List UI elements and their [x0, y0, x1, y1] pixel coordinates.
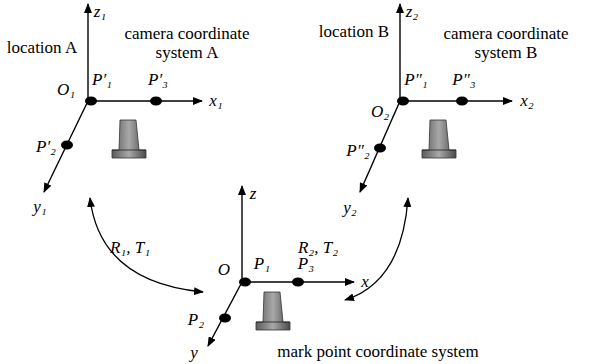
axis-label: x₁ [209, 92, 222, 111]
camera-part-b [422, 120, 456, 158]
point-label: P′₂ [36, 138, 56, 157]
point-label: P₂ [188, 311, 204, 330]
origin-label: O₂ [371, 103, 389, 122]
mark-points [219, 278, 304, 323]
mark-part [256, 292, 290, 330]
transform-arrow-1 [90, 198, 203, 292]
location-label: location B [319, 23, 389, 42]
point-label: P″₂ [346, 142, 369, 161]
system-label: mark point coordinate system [277, 343, 479, 362]
mark-points-a [61, 97, 162, 150]
axis-label: z [250, 185, 257, 204]
point-label: P₃ [298, 255, 314, 274]
point-label: P′₃ [148, 71, 168, 90]
axis-label: y [190, 343, 198, 362]
system-label: camera coordinate system A [112, 25, 262, 62]
point-label: P′₁ [92, 71, 112, 90]
point-label: P″₁ [404, 71, 427, 90]
axis-label: y₁ [33, 198, 46, 217]
axis-label: z₂ [406, 3, 419, 22]
mark-axes [208, 186, 354, 346]
point-label: P₁ [254, 255, 270, 274]
location-label: location A [7, 39, 77, 58]
origin-label: O [218, 261, 230, 280]
axis-label: x₂ [520, 92, 533, 111]
axis-label: x [361, 273, 369, 292]
camera-part-a [112, 120, 146, 158]
system-label: camera coordinate system B [431, 25, 581, 62]
origin-label: O₁ [57, 81, 75, 100]
axis-label: z₁ [94, 3, 107, 22]
axis-label: y₂ [343, 199, 356, 218]
transform-label: R₁, T₁ [110, 239, 150, 258]
point-label: P″₃ [452, 71, 475, 90]
